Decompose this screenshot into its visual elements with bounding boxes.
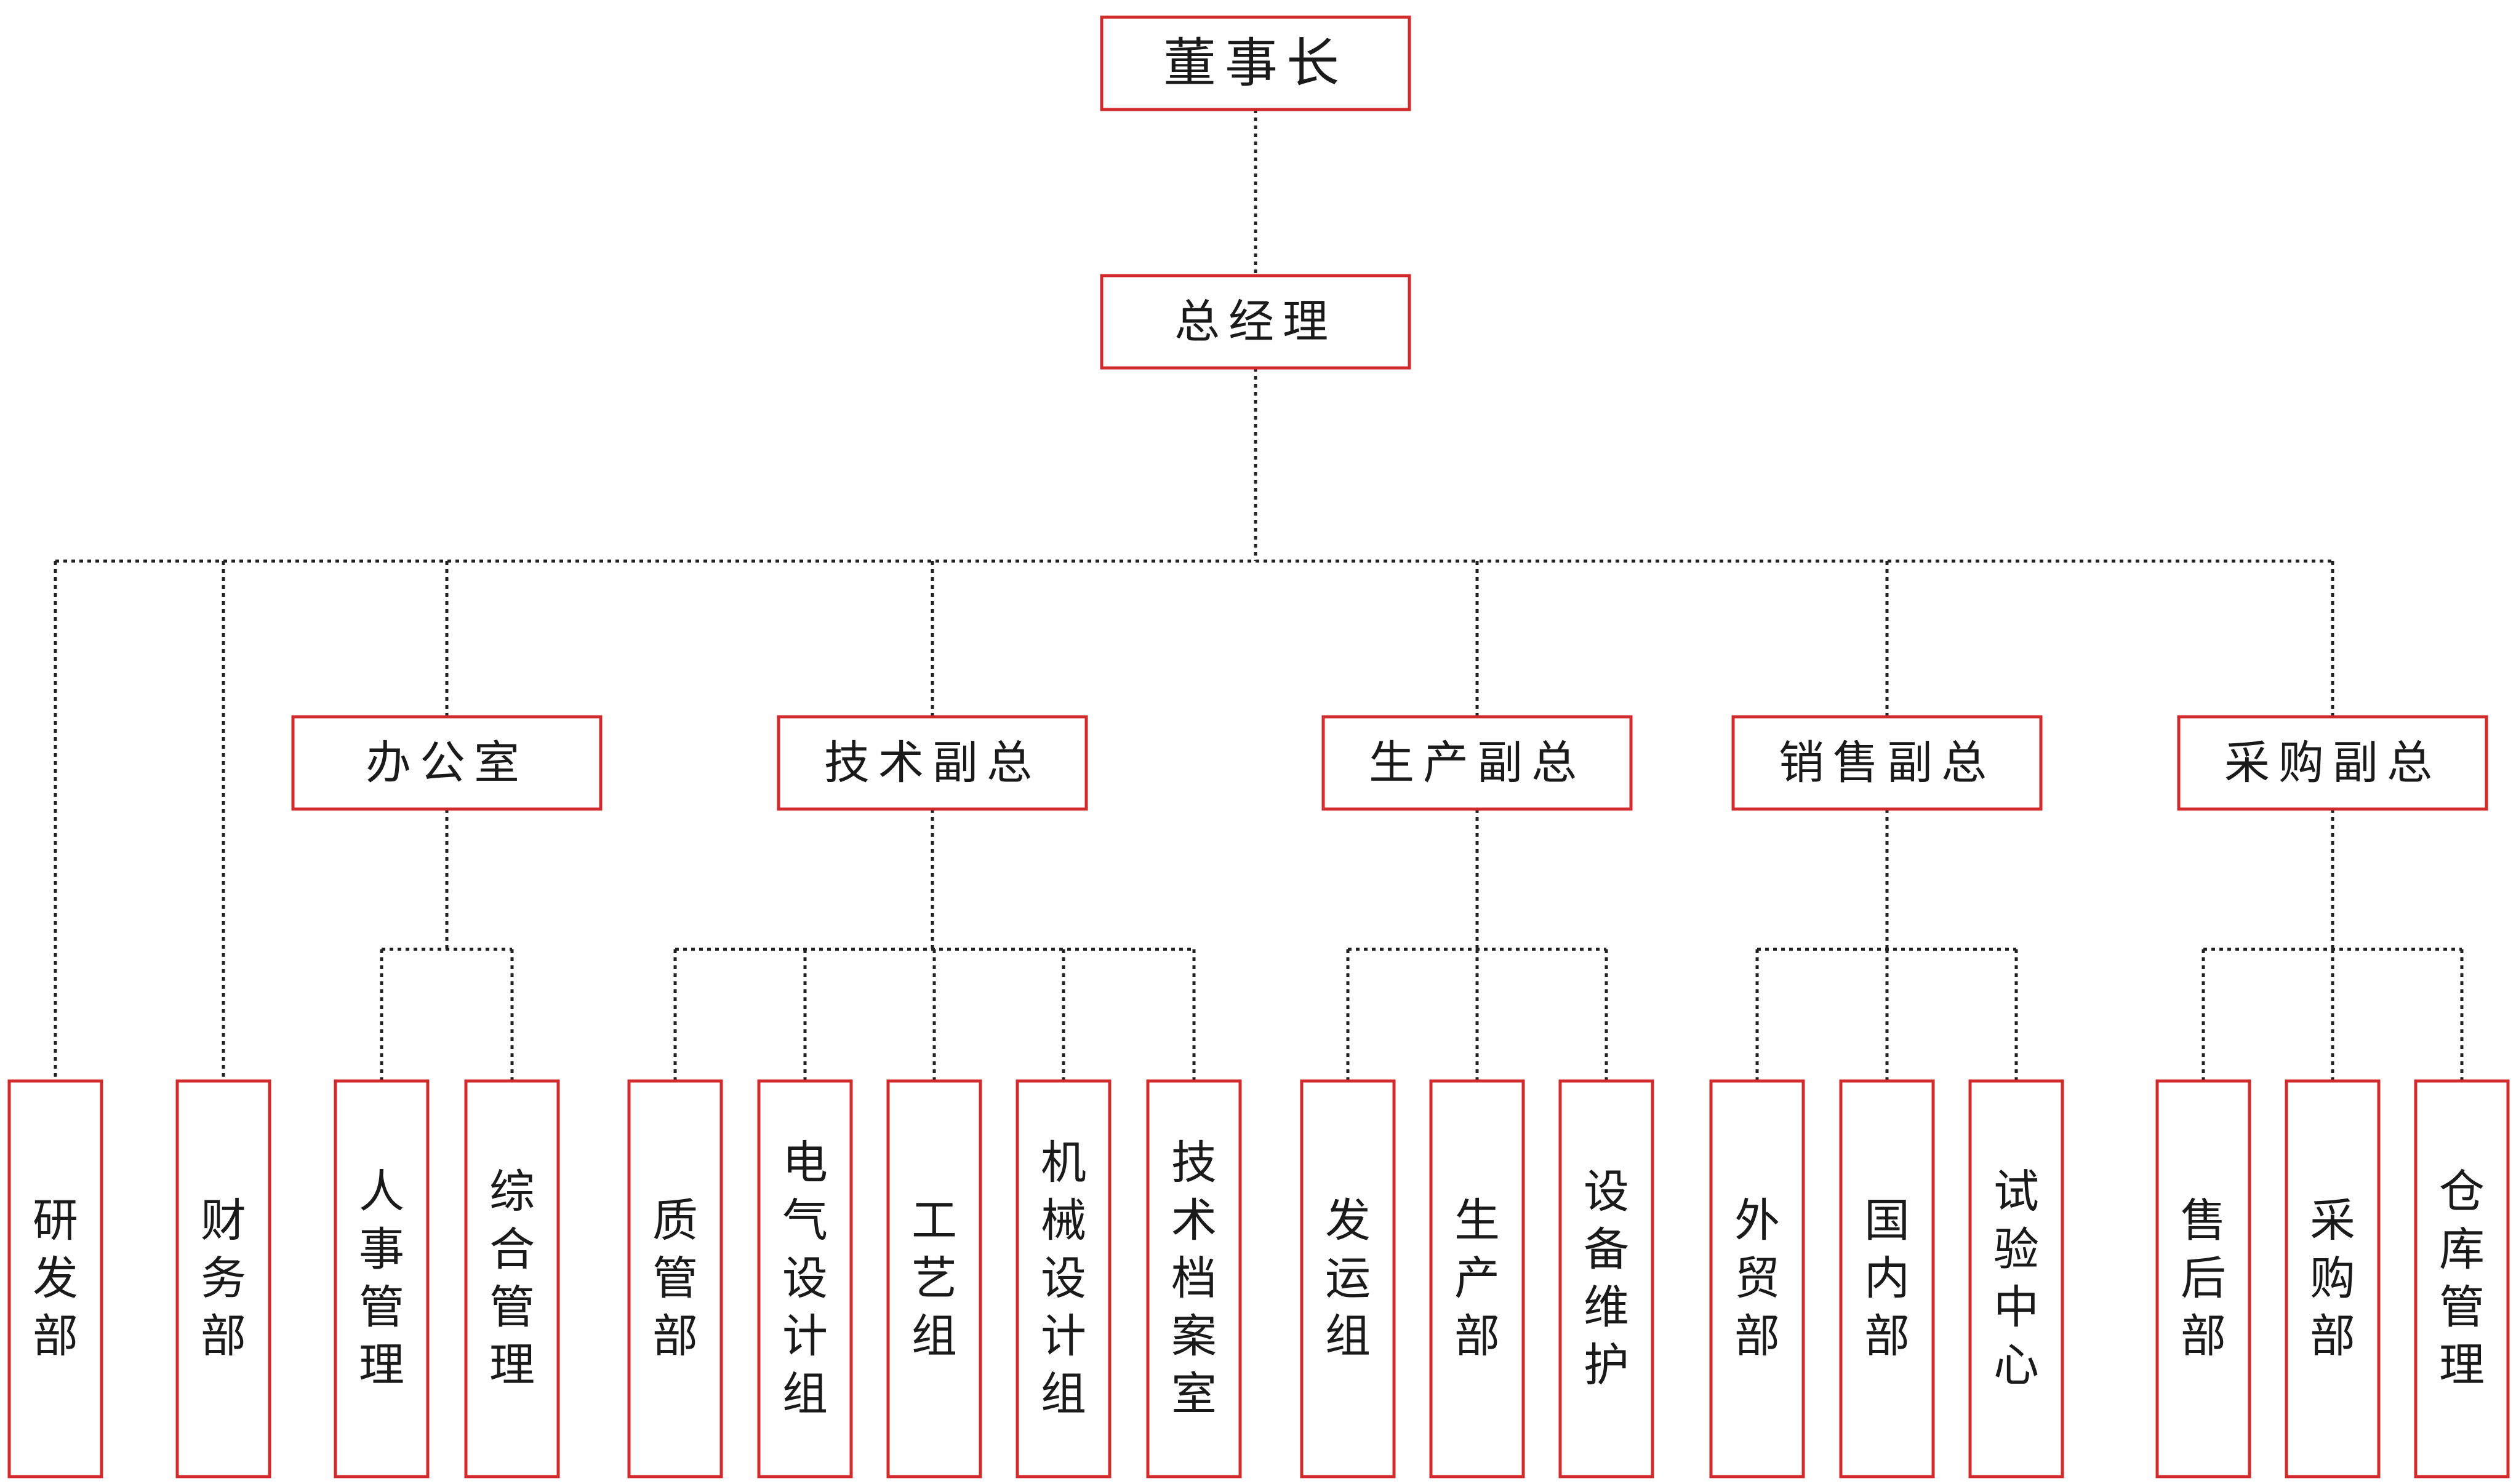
node-unit-1-4: 技术档案室 (1146, 1079, 1242, 1478)
node-division-2: 生产副总 (1321, 715, 1633, 811)
node-unit-0-0: 人事管理 (334, 1079, 430, 1478)
node-unit-0-0-box (334, 1079, 430, 1478)
node-unit-1-4-box (1146, 1079, 1242, 1478)
node-unit-3-2-box (1968, 1079, 2064, 1478)
node-direct-0-box (7, 1079, 103, 1478)
node-unit-1-3: 机械设计组 (1016, 1079, 1112, 1478)
node-division-0-label: 办公室 (366, 736, 528, 789)
node-unit-1-1-label: 电气设计组 (782, 1136, 828, 1421)
node-unit-2-1: 生产部 (1429, 1079, 1525, 1478)
node-general-manager: 总经理 (1100, 274, 1411, 370)
node-unit-4-0: 售后部 (2155, 1079, 2251, 1478)
node-unit-1-2-box (886, 1079, 982, 1478)
node-unit-1-3-box (1016, 1079, 1112, 1478)
node-direct-1: 财务部 (175, 1079, 271, 1478)
node-unit-2-2-label: 设备维护 (1584, 1165, 1629, 1392)
node-unit-3-0: 外贸部 (1709, 1079, 1805, 1478)
node-direct-1-box (175, 1079, 271, 1478)
node-unit-2-1-label: 生产部 (1454, 1194, 1500, 1363)
node-unit-4-0-box (2155, 1079, 2251, 1478)
node-direct-1-label: 财务部 (201, 1194, 246, 1363)
node-unit-1-4-label: 技术档案室 (1171, 1136, 1217, 1421)
node-unit-4-0-label: 售后部 (2181, 1194, 2226, 1363)
node-chairman: 董事长 (1100, 15, 1411, 111)
node-division-4-label: 采购副总 (2224, 736, 2441, 789)
node-unit-1-2: 工艺组 (886, 1079, 982, 1478)
node-direct-0: 研发部 (7, 1079, 103, 1478)
node-unit-1-1: 电气设计组 (757, 1079, 853, 1478)
node-division-1-box (777, 715, 1088, 811)
node-unit-1-0-box (627, 1079, 723, 1478)
node-division-0: 办公室 (291, 715, 603, 811)
node-unit-4-1-box (2285, 1079, 2381, 1478)
node-unit-1-3-label: 机械设计组 (1041, 1136, 1086, 1421)
node-unit-1-0-label: 质管部 (652, 1194, 698, 1363)
node-unit-2-0-label: 发运组 (1325, 1194, 1371, 1363)
node-unit-3-1-label: 国内部 (1864, 1194, 1910, 1363)
node-division-4-box (2177, 715, 2488, 811)
node-division-2-label: 生产副总 (1369, 736, 1585, 789)
node-unit-2-2-box (1558, 1079, 1654, 1478)
node-unit-3-0-box (1709, 1079, 1805, 1478)
node-unit-2-1-box (1429, 1079, 1525, 1478)
node-direct-0-label: 研发部 (33, 1194, 78, 1363)
node-division-3-label: 销售副总 (1779, 736, 1995, 789)
node-division-2-box (1321, 715, 1633, 811)
node-division-3: 销售副总 (1731, 715, 2043, 811)
node-division-1: 技术副总 (777, 715, 1088, 811)
connector-lines (54, 110, 2464, 1081)
node-unit-0-1-box (464, 1079, 560, 1478)
node-unit-4-1-label: 采购部 (2310, 1194, 2355, 1363)
node-unit-0-0-label: 人事管理 (359, 1165, 404, 1392)
node-unit-2-0-box (1300, 1079, 1396, 1478)
node-division-3-box (1731, 715, 2043, 811)
node-unit-4-2: 仓库管理 (2414, 1079, 2510, 1478)
node-unit-1-2-label: 工艺组 (911, 1194, 957, 1363)
node-unit-2-2: 设备维护 (1558, 1079, 1654, 1478)
node-unit-4-1: 采购部 (2285, 1079, 2381, 1478)
node-unit-1-0: 质管部 (627, 1079, 723, 1478)
node-chairman-label: 董事长 (1163, 33, 1348, 94)
node-unit-4-2-box (2414, 1079, 2510, 1478)
node-unit-2-0: 发运组 (1300, 1079, 1396, 1478)
node-division-4: 采购副总 (2177, 715, 2488, 811)
node-unit-3-2: 试验中心 (1968, 1079, 2064, 1478)
node-unit-3-0-label: 外贸部 (1734, 1194, 1780, 1363)
node-unit-1-1-box (757, 1079, 853, 1478)
node-unit-3-1-box (1839, 1079, 1935, 1478)
node-chairman-box (1100, 15, 1411, 111)
node-division-1-label: 技术副总 (824, 736, 1041, 789)
node-division-0-box (291, 715, 603, 811)
node-unit-3-1: 国内部 (1839, 1079, 1935, 1478)
node-unit-3-2-label: 试验中心 (1993, 1165, 2039, 1392)
node-unit-0-1: 综合管理 (464, 1079, 560, 1478)
node-general-manager-label: 总经理 (1174, 295, 1337, 348)
node-unit-4-2-label: 仓库管理 (2439, 1165, 2485, 1392)
node-unit-0-1-label: 综合管理 (489, 1165, 535, 1392)
node-general-manager-box (1100, 274, 1411, 370)
